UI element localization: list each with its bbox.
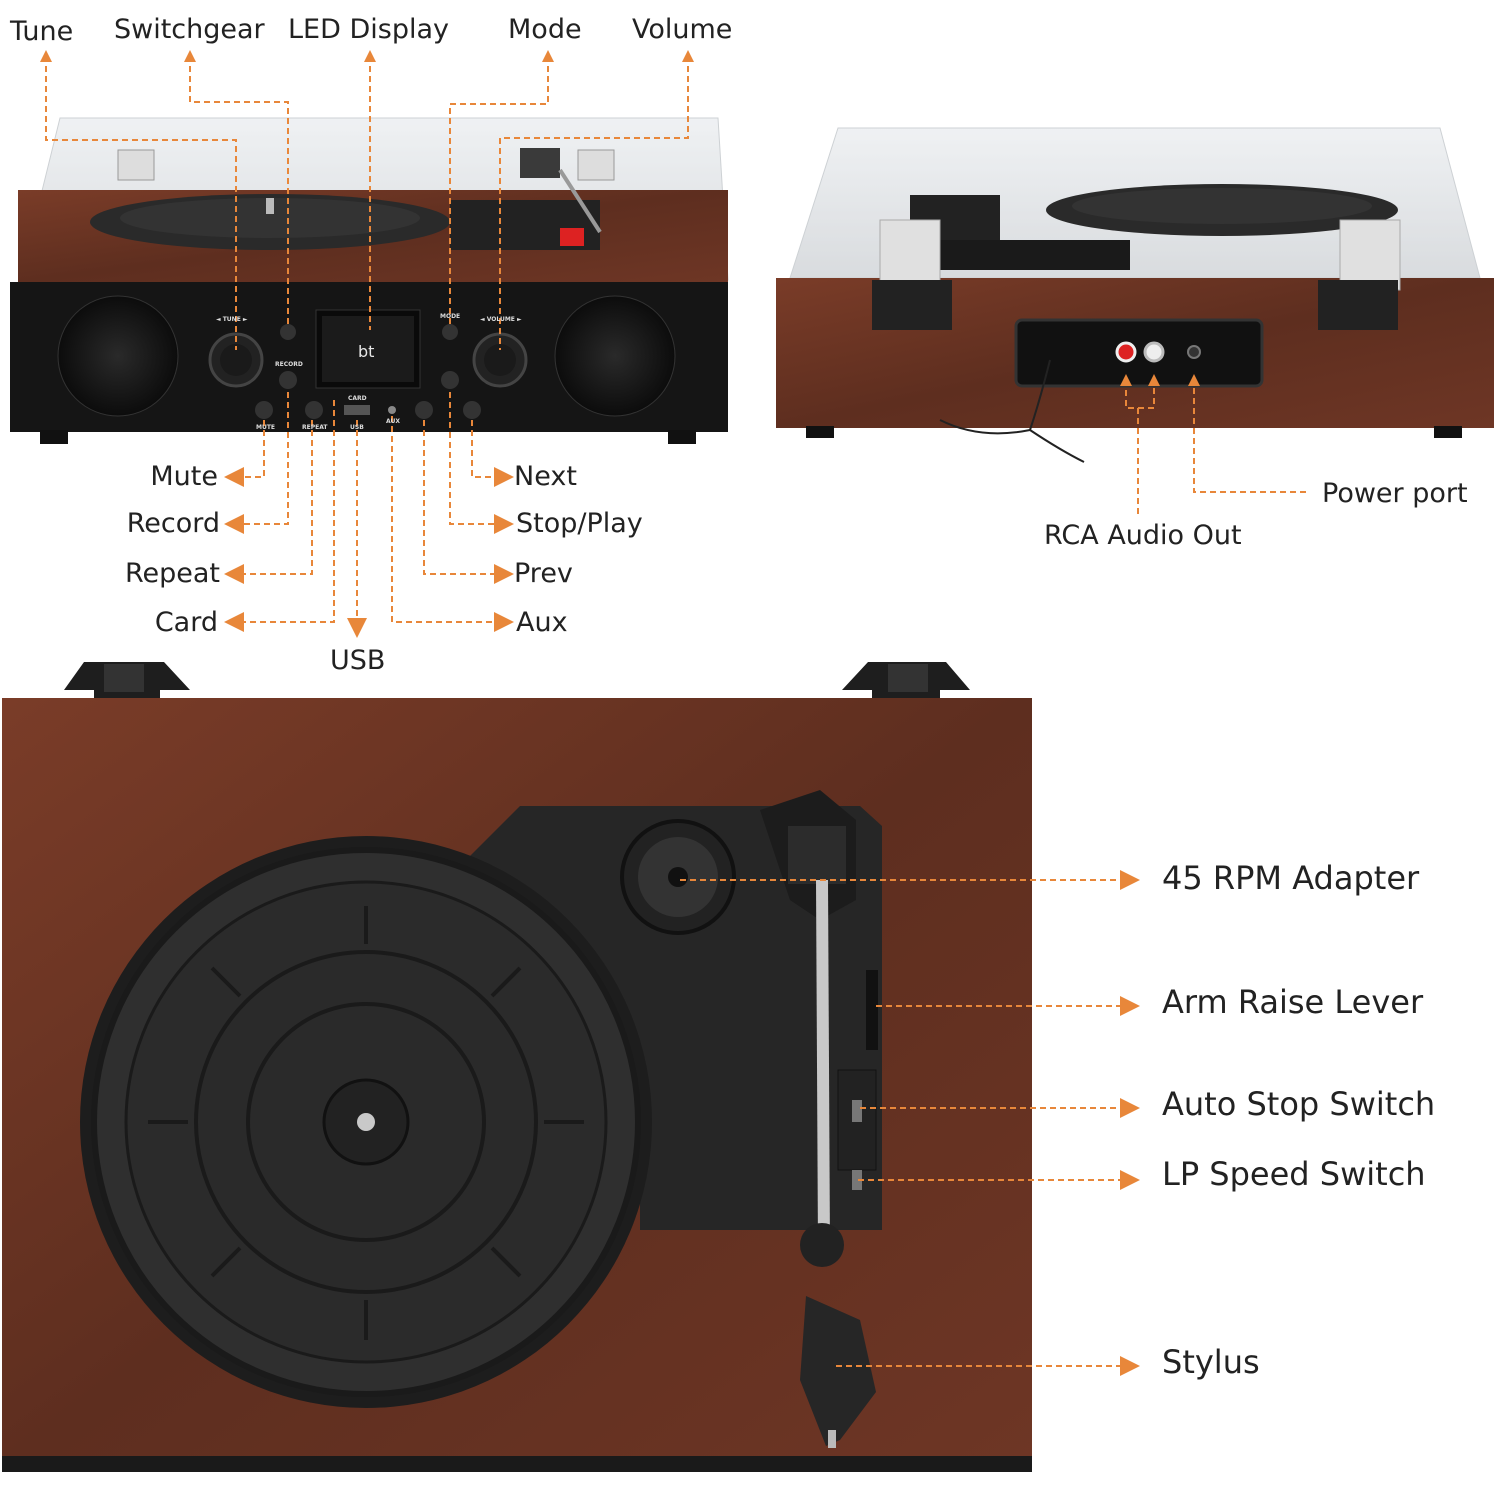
label-aux: Aux (516, 607, 568, 638)
panel-text-tune: ◄ TUNE ► (216, 316, 248, 323)
panel-text-aux: AUX (386, 418, 400, 425)
panel-text-record: RECORD (275, 361, 303, 368)
label-45-rpm-adapter: 45 RPM Adapter (1162, 859, 1420, 897)
label-record: Record (126, 508, 220, 539)
label-switchgear: Switchgear (114, 14, 265, 45)
front-view-turntable (10, 117, 729, 444)
label-power-port: Power port (1322, 478, 1468, 509)
panel-text-mute: MUTE (256, 424, 276, 431)
top-view-turntable (2, 662, 1032, 1472)
label-led-display: LED Display (288, 14, 449, 45)
label-usb: USB (330, 645, 386, 676)
label-stop-play: Stop/Play (516, 508, 643, 539)
back-view-turntable (776, 127, 1494, 463)
back-callout-lines (1125, 378, 1306, 515)
label-rca-audio-out: RCA Audio Out (1044, 520, 1242, 551)
label-stylus: Stylus (1162, 1343, 1260, 1381)
label-prev: Prev (514, 558, 573, 589)
panel-text-volume: ◄ VOLUME ► (480, 316, 522, 323)
label-repeat: Repeat (124, 558, 220, 589)
label-mute: Mute (150, 461, 218, 492)
top-callout-lines (680, 870, 1140, 1376)
label-card: Card (154, 607, 218, 638)
label-mode: Mode (508, 14, 582, 45)
label-volume: Volume (632, 14, 733, 45)
panel-text-card: CARD (348, 395, 367, 402)
label-tune: Tune (10, 16, 74, 47)
label-lp-speed-switch: LP Speed Switch (1162, 1155, 1426, 1193)
panel-text-mode: MODE (440, 313, 461, 320)
label-auto-stop-switch: Auto Stop Switch (1162, 1085, 1436, 1123)
back-callout-arrowheads (1120, 374, 1200, 386)
label-arm-raise-lever: Arm Raise Lever (1162, 983, 1424, 1021)
led-display-text: bt (358, 342, 375, 361)
label-next: Next (514, 461, 577, 492)
panel-text-repeat: REPEAT (302, 424, 328, 431)
panel-text-usb: USB (350, 424, 364, 431)
front-callout-arrowheads (40, 50, 694, 62)
front-callout-lines (45, 56, 689, 638)
